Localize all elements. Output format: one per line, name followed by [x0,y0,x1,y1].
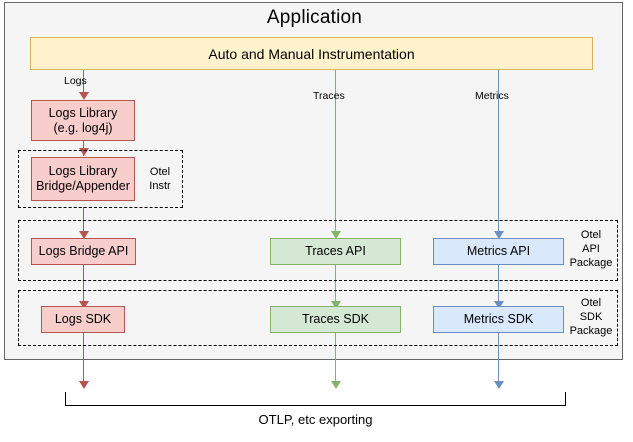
connector-traces-sdk-to-export [335,333,336,383]
arrowhead-traces-to-api-icon [331,231,341,239]
arrowhead-logs-to-bridge-icon [79,148,89,156]
node-metrics-sdk[interactable]: Metrics SDK [433,306,564,333]
connector-logs-instrumentation-to-library [83,70,84,94]
arrowhead-traces-to-sdk-icon [331,301,341,309]
edge-label-traces: Traces [313,90,345,102]
connector-logs-sdk-to-export [83,333,84,383]
group-otel-sdk-package [18,290,618,346]
page-title: Application [266,7,363,28]
group-otel-instr [18,150,183,208]
arrowhead-logs-to-export-icon [79,381,89,389]
connector-metrics-api-to-sdk [498,265,499,303]
node-logs-bridge-api[interactable]: Logs Bridge API [31,238,136,265]
export-label: OTLP, etc exporting [258,412,373,427]
arrowhead-logs-to-api-icon [79,231,89,239]
group-otel-instr-label: Otel Instr [149,166,171,192]
edge-label-logs: Logs [64,75,87,87]
arrowhead-metrics-to-api-icon [494,231,504,239]
group-otel-api-package-label: Otel API Package [569,229,613,269]
connector-traces-instrumentation-to-api [335,70,336,233]
node-logs-sdk[interactable]: Logs SDK [41,306,125,333]
connector-metrics-instrumentation-to-api [498,70,499,233]
node-metrics-api[interactable]: Metrics API [433,238,564,265]
edge-label-metrics: Metrics [475,90,509,102]
connector-traces-api-to-sdk [335,265,336,303]
node-traces-sdk[interactable]: Traces SDK [270,306,401,333]
arrowhead-metrics-to-export-icon [494,381,504,389]
connector-metrics-sdk-to-export [498,333,499,383]
arrowhead-metrics-to-sdk-icon [494,301,504,309]
export-bracket [65,392,566,406]
node-logs-library[interactable]: Logs Library (e.g. log4j) [31,100,135,141]
arrowhead-traces-to-export-icon [331,381,341,389]
node-logs-library-bridge-appender[interactable]: Logs Library Bridge/Appender [31,157,135,201]
arrowhead-logs-to-library-icon [79,92,89,100]
group-otel-api-package [18,220,618,281]
connector-logs-api-to-sdk [83,265,84,303]
node-traces-api[interactable]: Traces API [270,238,401,265]
arrowhead-logs-to-sdk-icon [79,301,89,309]
instrumentation-bar: Auto and Manual Instrumentation [30,37,593,70]
group-otel-sdk-package-label: Otel SDK Package [569,297,613,337]
